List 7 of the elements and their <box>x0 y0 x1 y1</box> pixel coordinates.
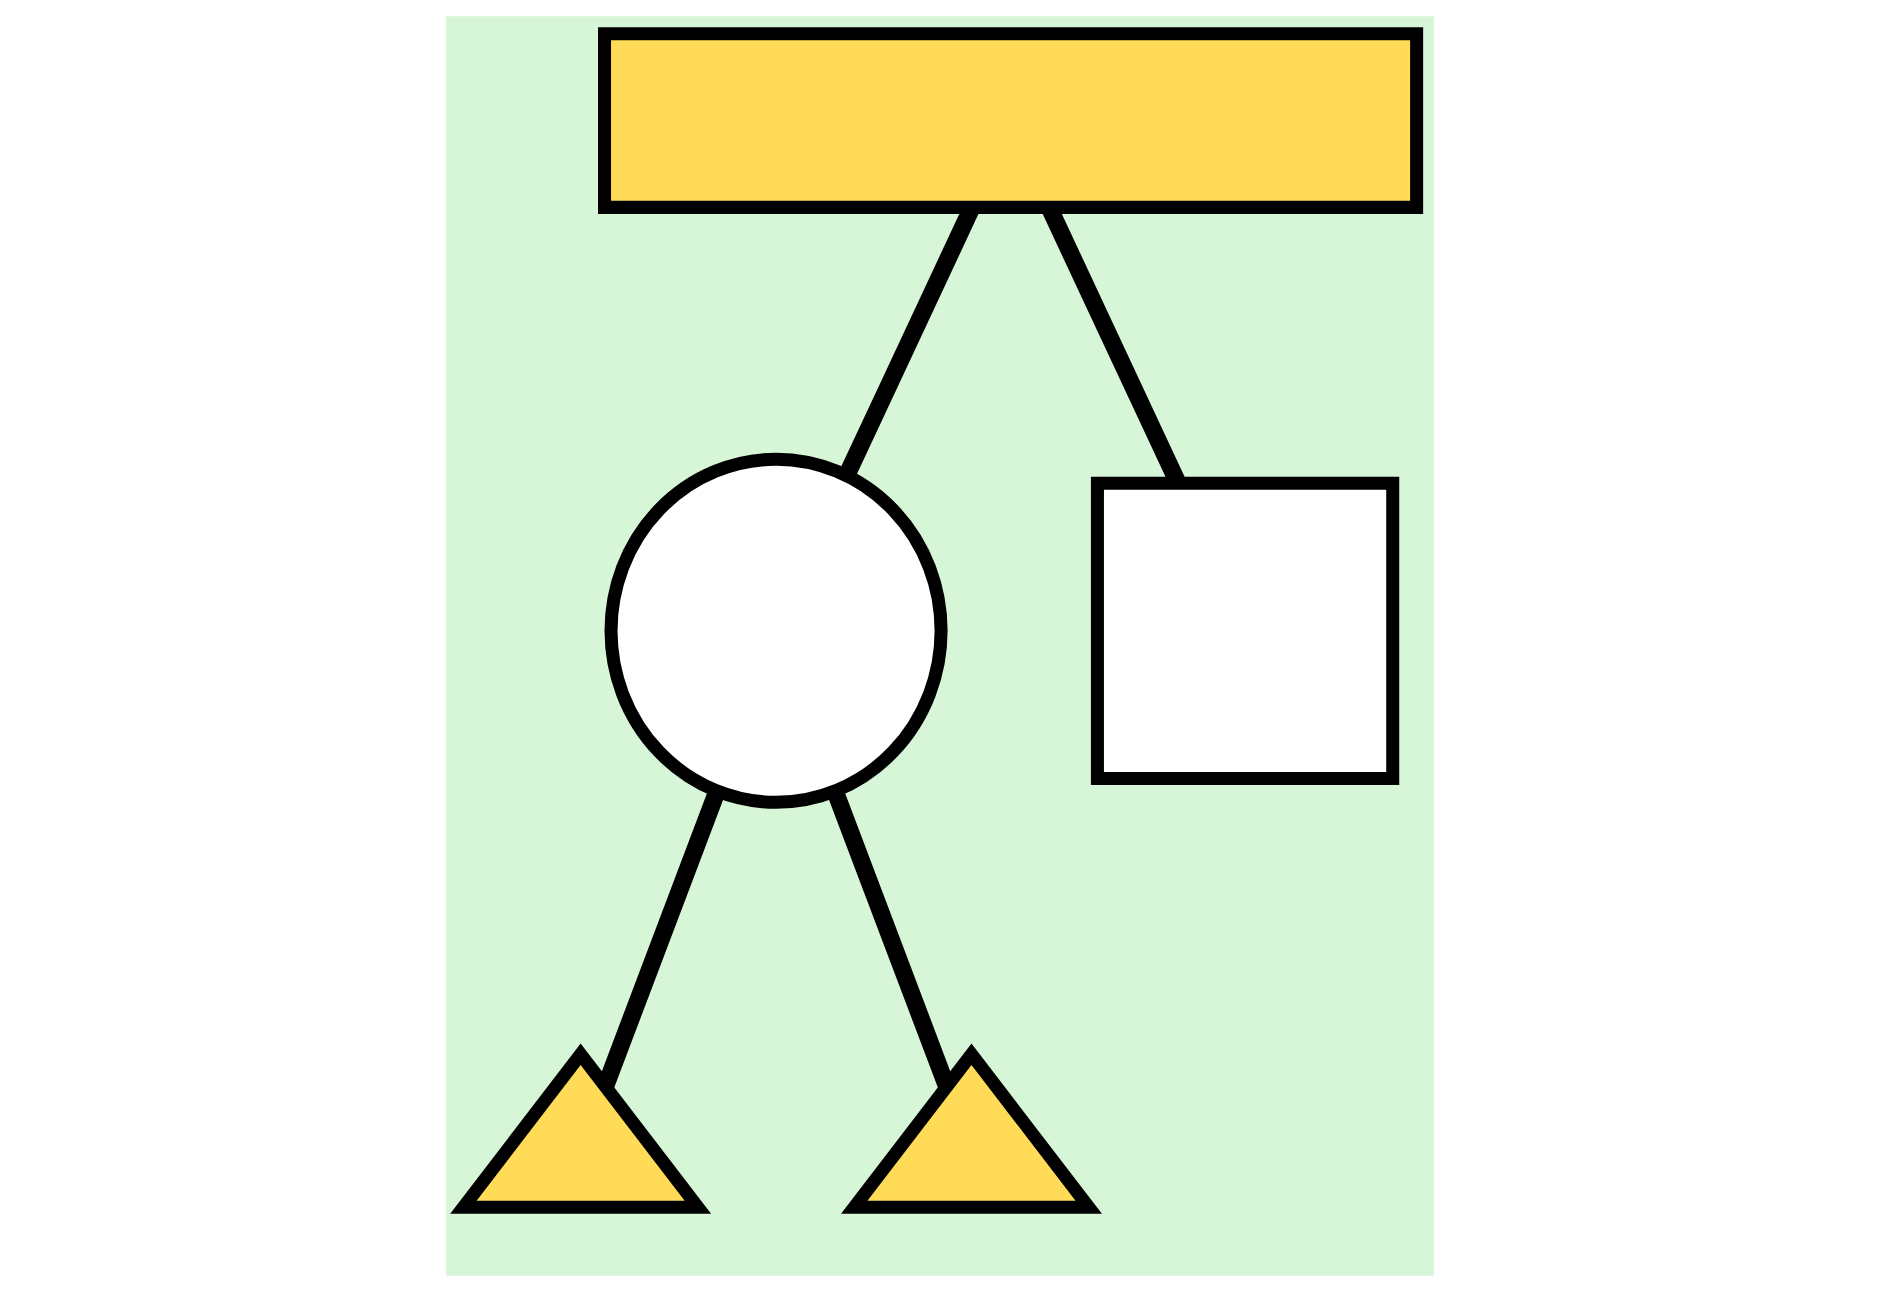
node-triangle <box>450 1043 712 1214</box>
node-box <box>1090 476 1400 785</box>
connector <box>597 788 726 1090</box>
node-triangle <box>841 1043 1102 1214</box>
connector <box>827 788 955 1090</box>
node-bar <box>598 27 1424 214</box>
node-circle <box>604 452 948 809</box>
